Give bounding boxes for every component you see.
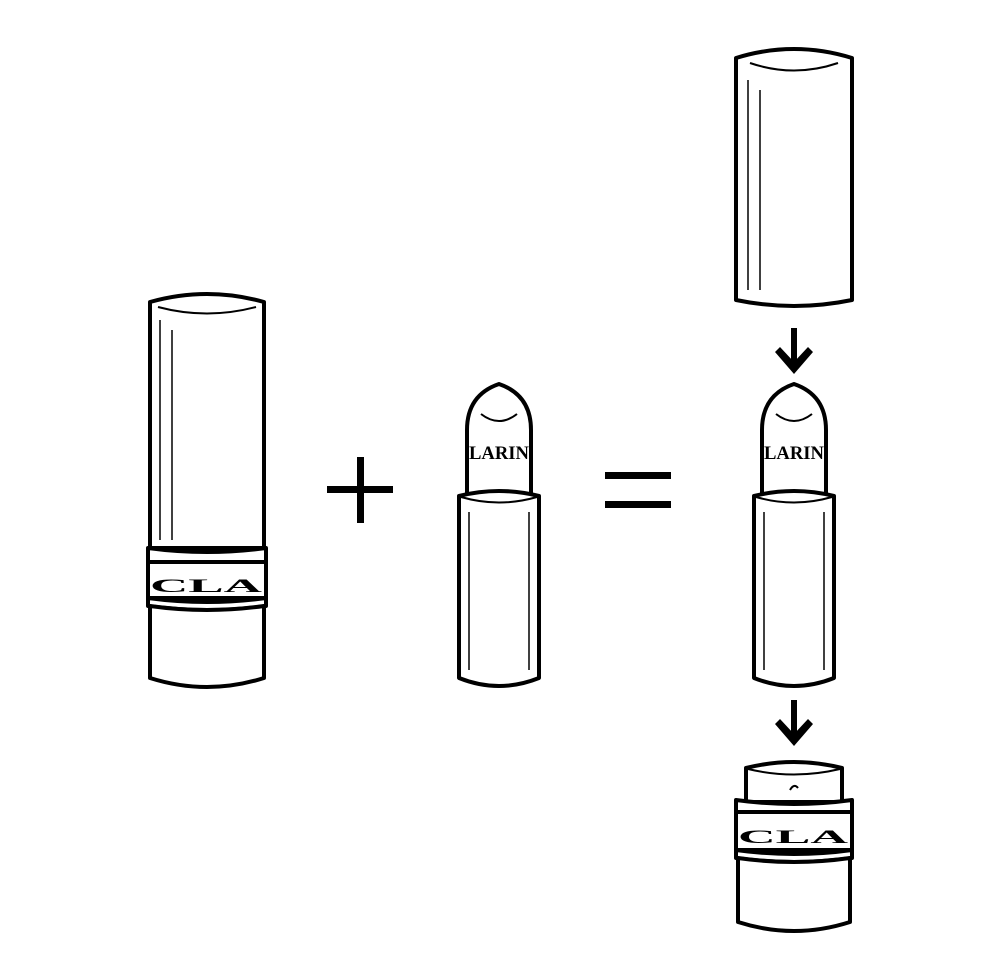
svg-text:LARIN: LARIN bbox=[469, 443, 529, 464]
cap bbox=[734, 47, 854, 308]
case-base: CLA bbox=[734, 760, 854, 933]
svg-text:CLA: CLA bbox=[738, 827, 849, 848]
svg-text:LARIN: LARIN bbox=[764, 443, 824, 464]
arrow-down-icon bbox=[775, 328, 813, 374]
refill-assembled: LARIN bbox=[752, 382, 836, 688]
plus-operator bbox=[327, 457, 393, 523]
arrow-down-icon bbox=[775, 700, 813, 746]
full-lipstick-case: CLA bbox=[146, 292, 268, 689]
svg-text:CLA: CLA bbox=[150, 576, 263, 597]
band-logo: CLA bbox=[150, 576, 263, 597]
lipstick-refill: LARIN bbox=[457, 382, 541, 688]
band-logo: CLA bbox=[738, 827, 849, 848]
equals-operator bbox=[605, 472, 671, 508]
